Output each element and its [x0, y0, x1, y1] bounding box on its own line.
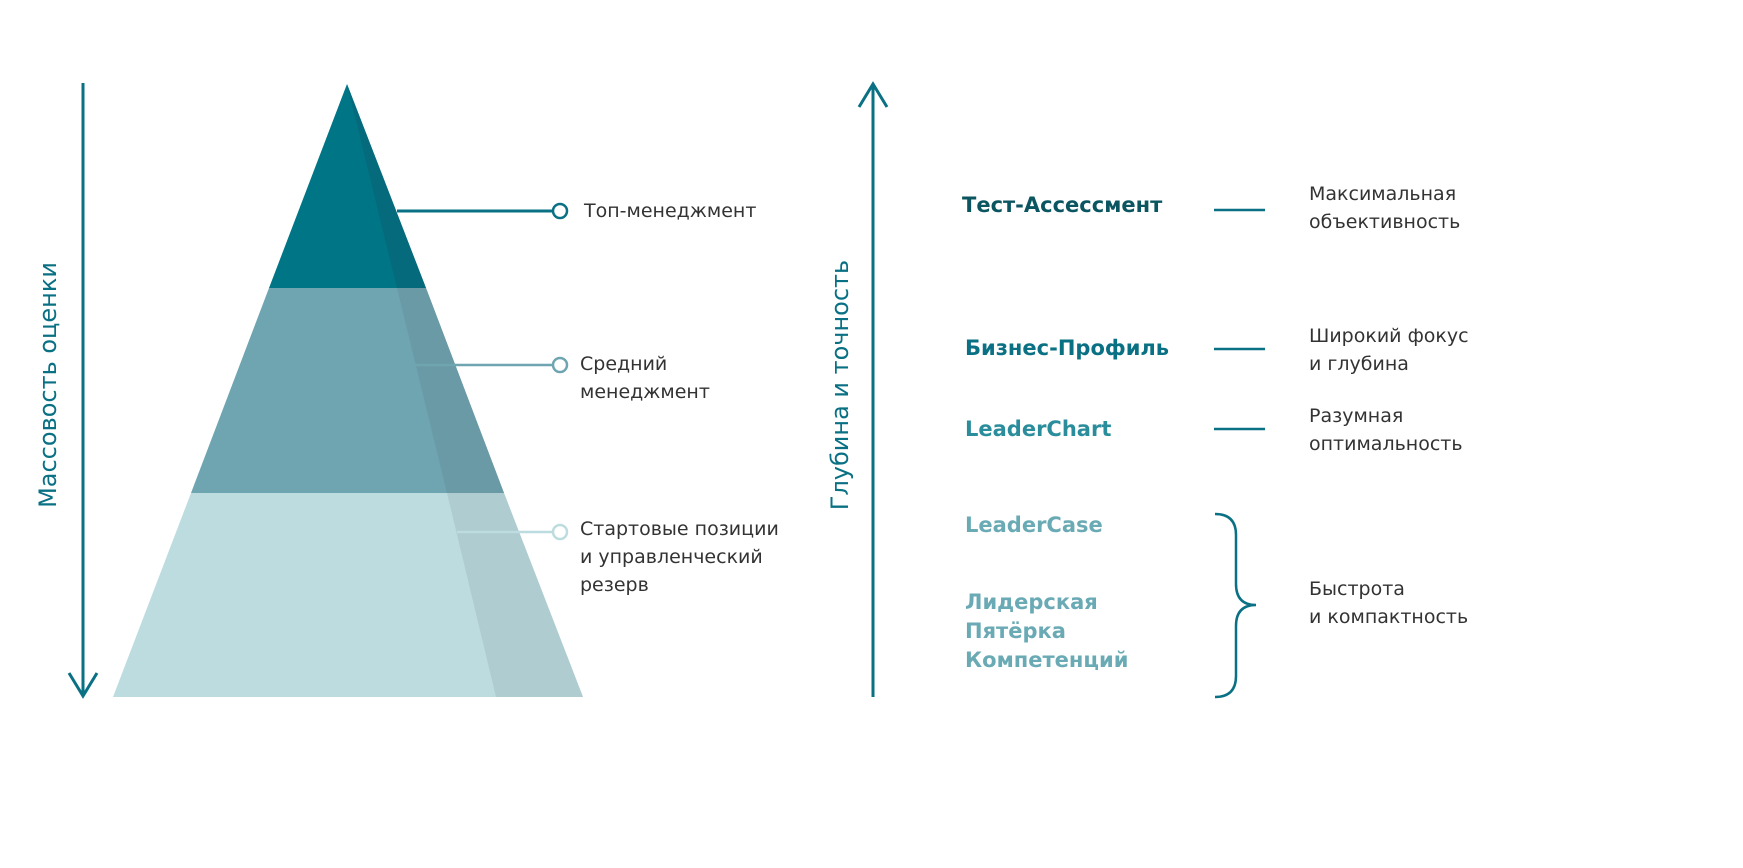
product-test-assessment: Тест-Ассессмент — [962, 193, 1163, 217]
pyramid-shadow-bottom — [447, 493, 583, 697]
left-arrow — [67, 83, 99, 699]
connector-bottom — [457, 523, 569, 541]
left-axis-label: Массовость оценки — [34, 262, 62, 508]
description-3: Разумная оптимальность — [1309, 405, 1463, 455]
description-2: Широкий фокус и глубина — [1309, 325, 1469, 375]
product-leadercase: LeaderCase — [965, 513, 1103, 537]
group-description: Быстрота и компактность — [1309, 578, 1469, 628]
pyramid-shadow-middle — [397, 288, 504, 493]
right-arrow — [857, 81, 889, 697]
product-business-profile: Бизнес-Профиль — [965, 336, 1170, 360]
pyramid-shadow-top — [347, 84, 426, 288]
product-leader-five: Лидерская Пятёрка Компетенций — [965, 590, 1129, 672]
level-label-bottom: Стартовые позиции и управленческий резер… — [580, 518, 779, 596]
right-axis-label: Глубина и точность — [826, 259, 854, 511]
level-label-middle: Средний менеджмент — [580, 353, 710, 403]
description-1: Максимальная объективность — [1309, 183, 1461, 233]
product-leaderchart: LeaderChart — [965, 417, 1112, 441]
connector-top — [397, 202, 569, 220]
curly-brace — [1214, 512, 1257, 699]
level-label-top: Топ-менеджмент — [584, 200, 757, 222]
connector-middle — [415, 356, 569, 374]
